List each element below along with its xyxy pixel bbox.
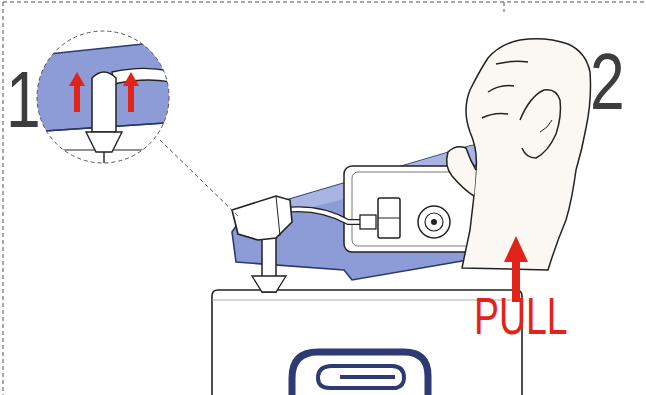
step-number: 2 [590,42,625,122]
action-label: PULL [474,290,568,342]
step-number: 1 [6,60,41,140]
detail-inset [30,30,180,170]
elbow-connector [232,196,376,292]
inset-leader [160,140,240,218]
hand [447,39,591,270]
dashed-frame [3,2,646,395]
